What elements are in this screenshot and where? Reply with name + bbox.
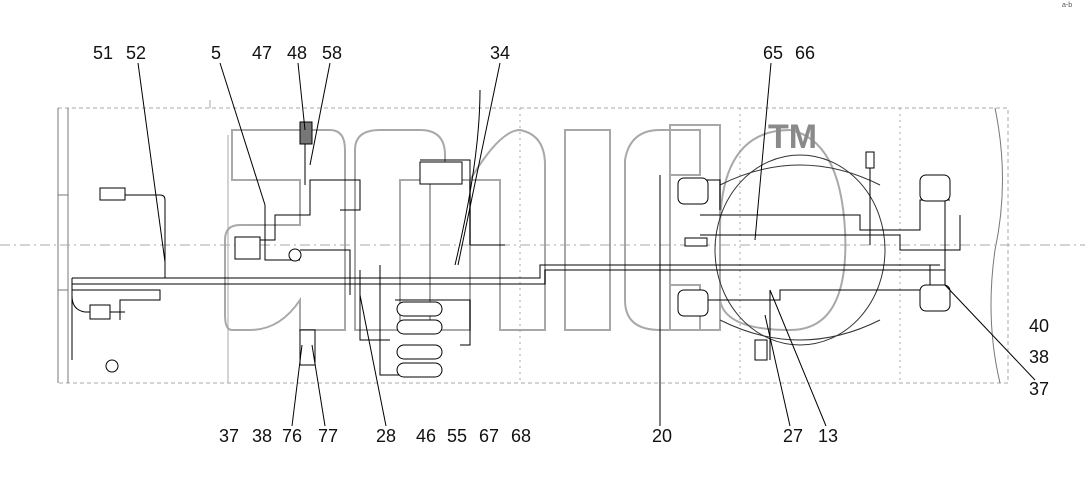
axle-housing	[714, 154, 886, 346]
callout-77: 77	[318, 426, 339, 446]
components	[89, 121, 951, 378]
callout-37-right: 37	[1029, 379, 1050, 399]
callout-67: 67	[479, 426, 500, 446]
callout-34: 34	[490, 43, 511, 63]
callout-5: 5	[211, 43, 222, 63]
callout-27: 27	[783, 426, 804, 446]
callout-37: 37	[219, 426, 240, 446]
callout-55: 55	[447, 426, 468, 446]
callout-76: 76	[282, 426, 303, 446]
callout-20: 20	[652, 426, 673, 446]
callout-52: 52	[126, 43, 147, 63]
trademark-label: TM	[768, 118, 818, 156]
callout-47: 47	[252, 43, 273, 63]
callout-58: 58	[322, 43, 343, 63]
callout-13: 13	[818, 426, 839, 446]
callout-66: 66	[795, 43, 816, 63]
callout-48: 48	[287, 43, 308, 63]
callout-38: 38	[252, 426, 273, 446]
corner-mark: a-b	[1062, 2, 1073, 9]
callout-46: 46	[416, 426, 437, 446]
watermark-logo	[224, 124, 847, 332]
chassis-frame	[0, 100, 1085, 384]
callout-65: 65	[763, 43, 784, 63]
callout-51: 51	[93, 43, 114, 63]
callout-28: 28	[376, 426, 397, 446]
callout-40: 40	[1029, 316, 1050, 336]
callout-38-right: 38	[1029, 347, 1050, 367]
callout-68: 68	[511, 426, 532, 446]
